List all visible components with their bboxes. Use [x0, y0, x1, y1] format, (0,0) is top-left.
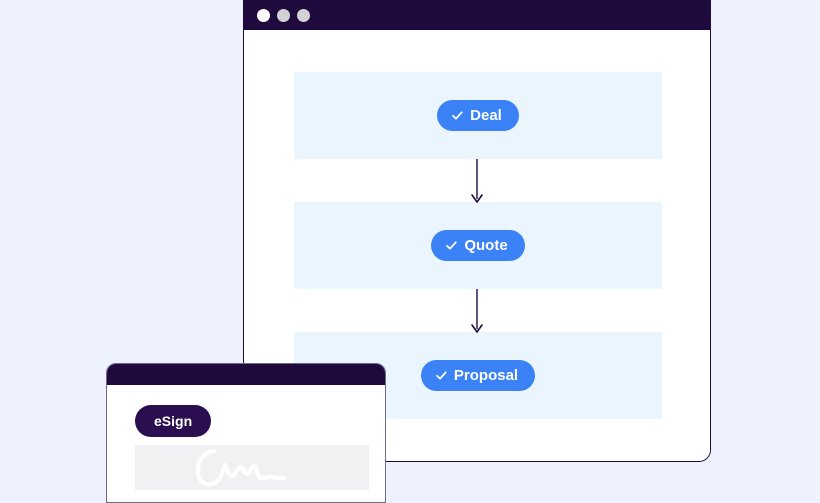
esign-window-titlebar[interactable]: [107, 364, 385, 385]
esign-window: eSign: [106, 363, 386, 503]
check-icon: [446, 241, 457, 250]
arrow-quote-to-proposal: [469, 289, 485, 335]
stage-pill-proposal[interactable]: Proposal: [420, 360, 536, 391]
signature-icon: [195, 448, 287, 487]
esign-window-content: eSign: [107, 385, 385, 502]
window-titlebar[interactable]: [244, 0, 710, 30]
minimize-dot[interactable]: [276, 8, 290, 22]
signature-field[interactable]: [135, 445, 369, 490]
stage-band-quote: Quote: [294, 202, 662, 289]
stage-pill-deal-label: Deal: [470, 107, 502, 124]
maximize-dot[interactable]: [296, 8, 310, 22]
close-dot[interactable]: [256, 8, 270, 22]
esign-badge[interactable]: eSign: [135, 405, 212, 437]
stage-pill-quote-label: Quote: [464, 237, 508, 254]
esign-badge-label: eSign: [154, 413, 193, 429]
check-icon: [436, 371, 447, 380]
stage-band-deal: Deal: [294, 72, 662, 159]
stage-pill-quote[interactable]: Quote: [431, 230, 525, 261]
stage-pill-deal[interactable]: Deal: [437, 100, 519, 131]
stage-pill-proposal-label: Proposal: [453, 367, 519, 384]
check-icon: [452, 111, 463, 120]
arrow-deal-to-quote: [469, 159, 485, 205]
